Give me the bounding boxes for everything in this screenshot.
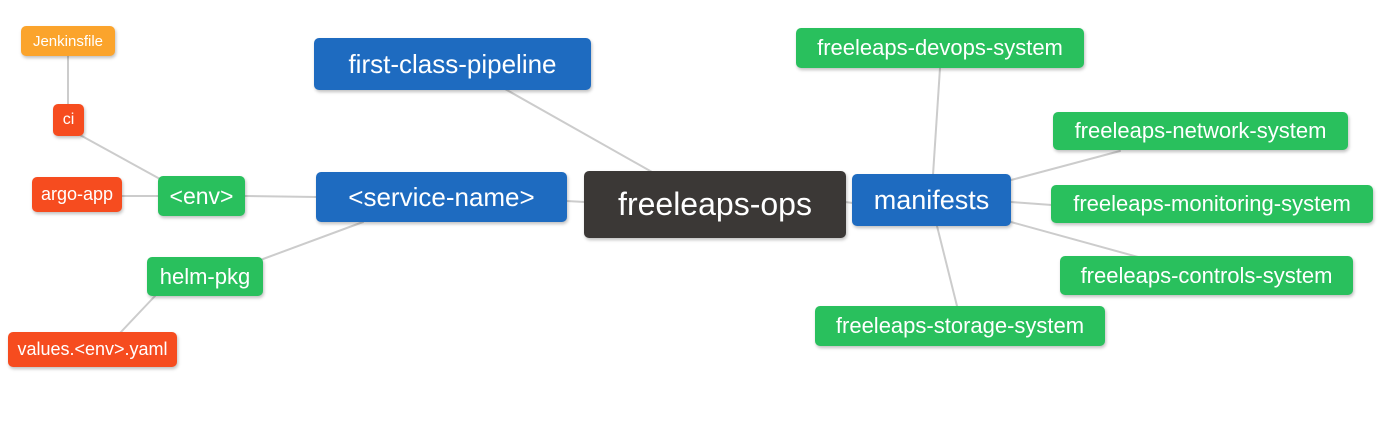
node-freeleaps-network-system[interactable]: freeleaps-network-system [1053,112,1348,150]
edge-first-class-pipeline-ops [504,88,653,173]
edge-ops-manifests [844,201,854,204]
node-service-name[interactable]: <service-name> [316,172,567,222]
node-ci[interactable]: ci [53,104,84,136]
node-values-env-yaml[interactable]: values.<env>.yaml [8,332,177,367]
node-manifests[interactable]: manifests [852,174,1011,226]
edge-manifests-monitoring-system [1010,201,1053,206]
edge-helm-pkg-service-name [262,221,364,260]
edge-manifests-network-system [1010,150,1121,181]
edge-ci-env [79,134,161,180]
node-freeleaps-devops-system[interactable]: freeleaps-devops-system [796,28,1084,68]
node-env[interactable]: <env> [158,176,245,216]
node-argo-app[interactable]: argo-app [32,177,122,212]
node-freeleaps-ops[interactable]: freeleaps-ops [584,171,846,238]
node-freeleaps-storage-system[interactable]: freeleaps-storage-system [815,306,1105,346]
node-freeleaps-monitoring-system[interactable]: freeleaps-monitoring-system [1051,185,1373,223]
node-first-class-pipeline[interactable]: first-class-pipeline [314,38,591,90]
node-helm-pkg[interactable]: helm-pkg [147,257,263,296]
edge-service-name-ops [565,200,586,203]
node-freeleaps-controls-system[interactable]: freeleaps-controls-system [1060,256,1353,295]
edge-env-service-name [244,195,318,198]
node-jenkinsfile[interactable]: Jenkinsfile [21,26,115,56]
edge-manifests-storage-system [936,225,958,307]
edge-manifests-controls-system [1010,221,1139,258]
edge-manifests-devops-system [932,67,941,176]
edge-values-helm-pkg [119,295,156,334]
